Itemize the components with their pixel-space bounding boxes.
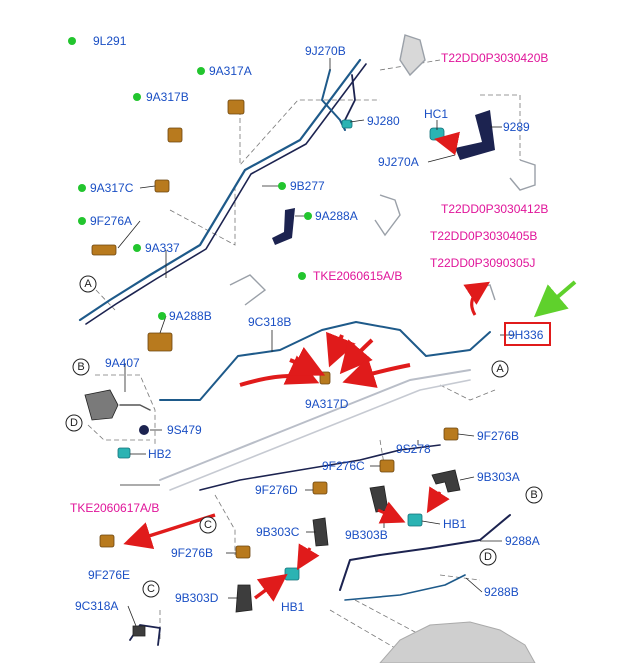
callout-A-top-label: A	[84, 278, 92, 290]
label-9S278: 9S278	[396, 442, 431, 456]
clip-HB1-left	[284, 567, 300, 581]
label-9B303D: 9B303D	[175, 591, 219, 605]
label-9B303A: 9B303A	[477, 470, 520, 484]
ref-label-4: T22DD0P3090305J	[430, 256, 535, 270]
label-9F276E: 9F276E	[88, 568, 130, 582]
clip-9J280	[341, 119, 353, 129]
label-9F276C: 9F276C	[322, 459, 365, 473]
label-HB1-left: HB1	[281, 600, 305, 614]
label-9A317B: 9A317B	[146, 90, 189, 104]
callout-A-right	[491, 360, 509, 378]
label-9B303C: 9B303C	[256, 525, 300, 539]
reference-parts	[229, 34, 536, 306]
callout-C-bottom-label: C	[147, 583, 155, 595]
part-9289	[455, 110, 495, 160]
callout-C-bottom	[142, 580, 160, 598]
clip-9C318A	[132, 625, 146, 637]
callout-B-right-label: B	[530, 489, 537, 501]
ref-label-3: T22DD0P3030405B	[430, 229, 537, 243]
label-9J270B: 9J270B	[305, 44, 346, 58]
highlight-box-9H336	[504, 322, 551, 346]
part-9A288A	[272, 208, 295, 245]
clip-HB2	[117, 447, 131, 459]
label-9H336: 9H336	[508, 328, 544, 342]
label-9A317C: 9A317C	[90, 181, 134, 195]
label-9B303B: 9B303B	[345, 528, 388, 542]
label-9F276B-left: 9F276B	[171, 546, 213, 560]
bracket-9B303C	[312, 517, 329, 547]
callout-B-left-label: B	[77, 361, 84, 373]
ref-label-6: TKE2060617A/B	[70, 501, 159, 515]
bracket-9A317C	[154, 179, 170, 193]
teal-clips	[117, 119, 445, 581]
callout-D-right	[479, 548, 497, 566]
label-HB2: HB2	[148, 447, 172, 461]
bracket-9F276C	[379, 459, 395, 473]
bracket-9F276B-right	[443, 427, 459, 441]
ref-label-2: T22DD0P3030412B	[441, 202, 548, 216]
bracket-9F276D	[312, 481, 328, 495]
callout-A-right-label: A	[496, 363, 504, 375]
label-HC1: HC1	[424, 107, 448, 121]
valve-9A407	[84, 389, 119, 421]
bracket-9B303D	[235, 584, 253, 613]
label-9S479: 9S479	[167, 423, 202, 437]
bracket-9F276B-left	[235, 545, 251, 559]
label-9F276B-right: 9F276B	[477, 429, 519, 443]
fuel-lines	[78, 58, 511, 646]
bracket-9A317B	[167, 127, 183, 143]
label-9288A: 9288A	[505, 534, 540, 548]
engine-outline	[379, 621, 536, 663]
label-9289: 9289	[503, 120, 530, 134]
bracket-9A288B	[147, 332, 173, 352]
green-dots	[68, 37, 312, 320]
ref-label-5: TKE2060615A/B	[313, 269, 402, 283]
label-9B277: 9B277	[290, 179, 325, 193]
label-9A317D: 9A317D	[305, 397, 349, 411]
bracket-9B303B	[369, 485, 389, 513]
bracket-9B303A	[431, 469, 461, 493]
legend-label: 9L291	[93, 34, 127, 48]
callout-D-left	[65, 414, 83, 432]
bracket-9F276E	[99, 534, 115, 548]
bracket-9A317D	[319, 371, 331, 385]
bracket-9A317A	[227, 99, 245, 115]
label-9A407: 9A407	[105, 356, 140, 370]
callout-circles	[65, 275, 543, 598]
green-arrow	[533, 280, 577, 318]
grommet-9S479	[139, 425, 149, 435]
label-9A288B: 9A288B	[169, 309, 212, 323]
ref-label-1: T22DD0P3030420B	[441, 51, 548, 65]
label-HB1-right: HB1	[443, 517, 467, 531]
callout-B-right	[525, 486, 543, 504]
callout-B-left	[72, 358, 90, 376]
callout-D-right-label: D	[484, 551, 492, 563]
label-9A337: 9A337	[145, 241, 180, 255]
callout-A-top	[79, 275, 97, 293]
callout-C-mid	[199, 516, 217, 534]
label-9F276D: 9F276D	[255, 483, 298, 497]
label-9288B: 9288B	[484, 585, 519, 599]
clip-HB1-right	[407, 513, 423, 527]
label-9J270A: 9J270A	[378, 155, 419, 169]
label-9A317A: 9A317A	[209, 64, 252, 78]
red-arrows	[123, 131, 491, 602]
label-9A288A: 9A288A	[315, 209, 358, 223]
bracket-9F276A	[91, 244, 117, 256]
callout-C-mid-label: C	[204, 519, 212, 531]
label-9J280: 9J280	[367, 114, 400, 128]
dark-brackets	[84, 389, 461, 637]
navy-parts	[139, 110, 495, 435]
label-9C318B: 9C318B	[248, 315, 291, 329]
label-9F276A: 9F276A	[90, 214, 132, 228]
legend-dot	[68, 37, 76, 45]
callout-D-left-label: D	[70, 417, 78, 429]
label-9C318A: 9C318A	[75, 599, 118, 613]
